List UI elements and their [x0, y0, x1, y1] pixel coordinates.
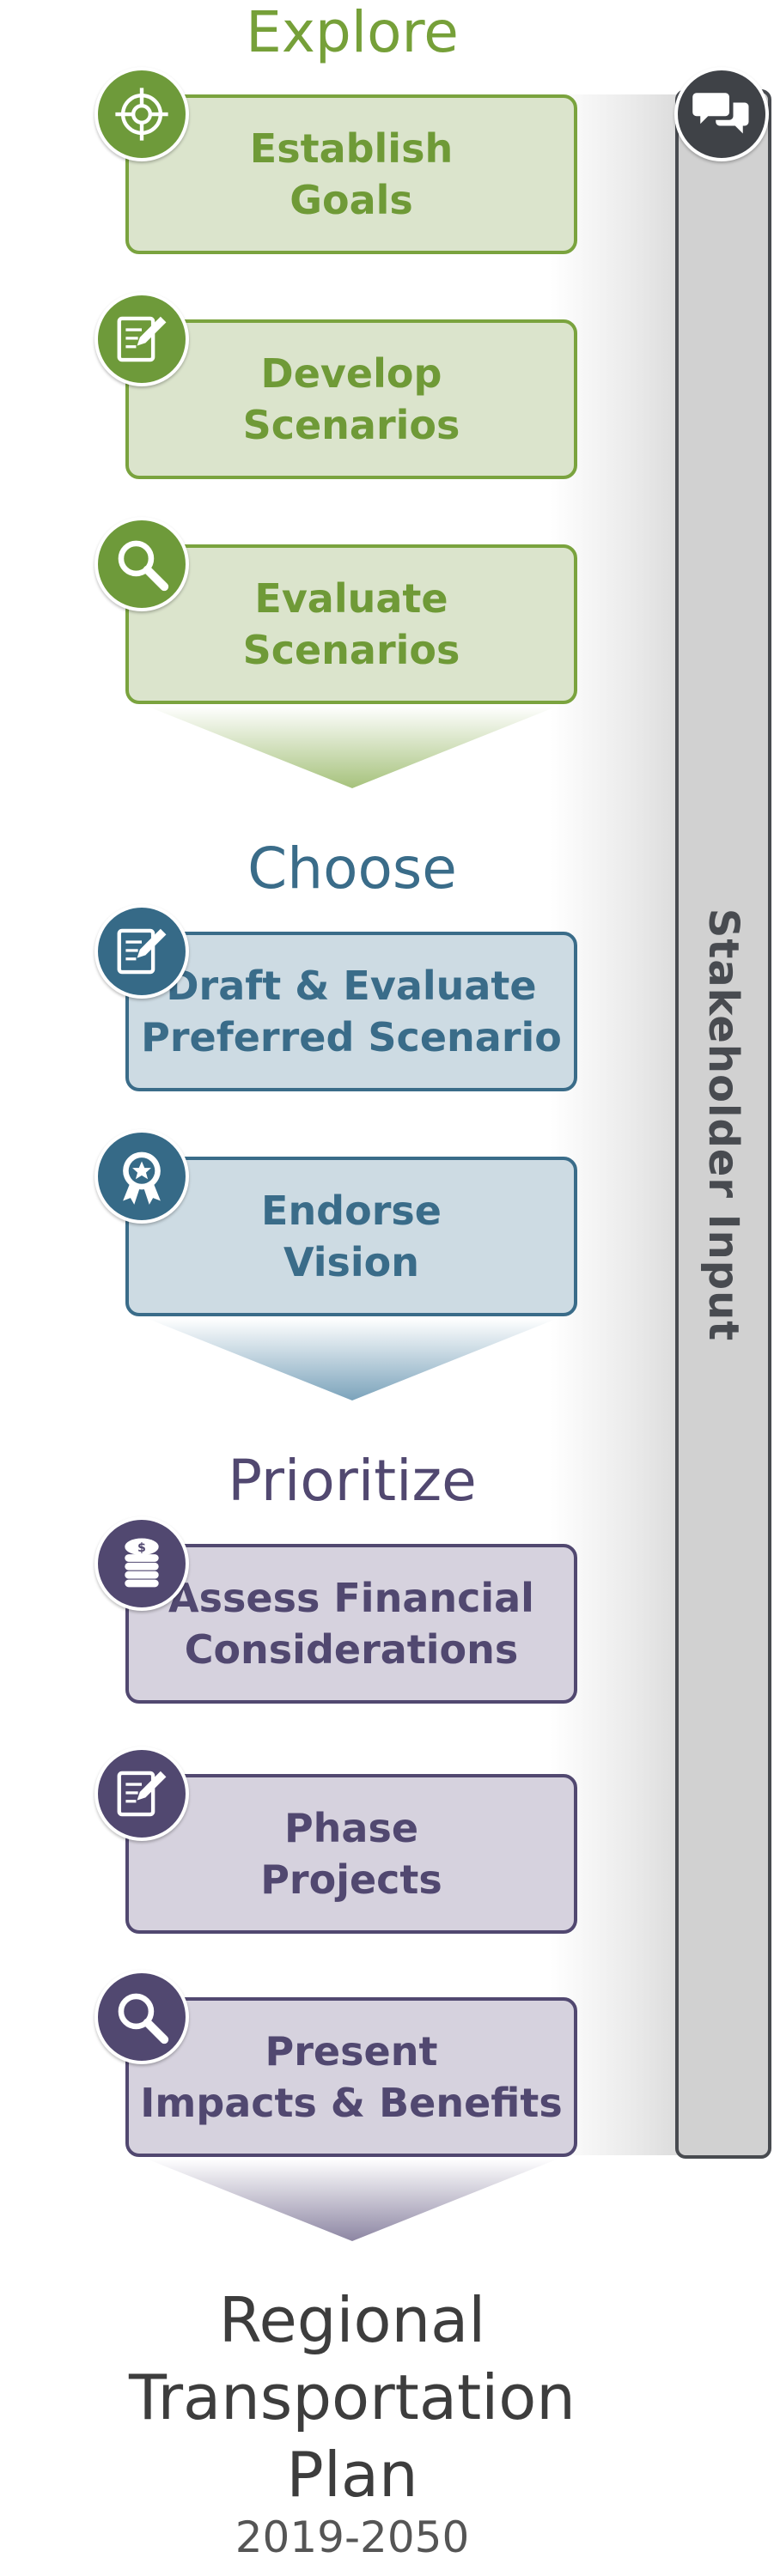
- target-icon: [94, 67, 189, 161]
- explore-chevron: [146, 706, 558, 788]
- explore-heading: Explore: [246, 0, 459, 65]
- step-establish-goals: Establish Goals: [125, 94, 577, 254]
- plan-years: 2019-2050: [235, 2512, 470, 2562]
- award-ribbon-icon: [94, 1129, 189, 1224]
- step-assess-financial-considerations: Assess Financial Considerations: [125, 1544, 577, 1704]
- step-label: Assess Financial Considerations: [168, 1575, 534, 1673]
- step-label: Draft & Evaluate Preferred Scenario: [141, 963, 562, 1060]
- step-label: Endorse Vision: [261, 1188, 442, 1285]
- magnifier-icon: [94, 1970, 189, 2064]
- step-evaluate-scenarios: Evaluate Scenarios: [125, 544, 577, 704]
- step-phase-projects: Phase Projects: [125, 1774, 577, 1934]
- edit-document-icon: [94, 292, 189, 386]
- prioritize-heading: Prioritize: [228, 1448, 477, 1514]
- step-label: Present Impacts & Benefits: [140, 2028, 563, 2126]
- step-draft-evaluate-preferred-scenario: Draft & Evaluate Preferred Scenario: [125, 932, 577, 1091]
- step-label: Evaluate Scenarios: [242, 575, 460, 673]
- edit-document-icon: [94, 904, 189, 999]
- svg-text:$: $: [137, 1541, 146, 1555]
- step-endorse-vision: Endorse Vision: [125, 1157, 577, 1316]
- step-label: Phase Projects: [260, 1805, 442, 1903]
- step-develop-scenarios: Develop Scenarios: [125, 319, 577, 479]
- step-label: Establish Goals: [249, 125, 454, 223]
- plan-title-line-3: Plan: [286, 2439, 418, 2511]
- edit-document-icon: [94, 1747, 189, 1841]
- chat-bubbles-icon: [674, 67, 769, 161]
- plan-title-line-2: Transportation: [129, 2361, 576, 2433]
- stakeholder-input-label: Stakeholder Input: [699, 908, 747, 1342]
- step-label: Develop Scenarios: [242, 350, 460, 448]
- choose-chevron: [146, 1318, 558, 1400]
- step-present-impacts-benefits: Present Impacts & Benefits: [125, 1997, 577, 2157]
- choose-heading: Choose: [247, 835, 457, 902]
- plan-title-line-1: Regional: [218, 2284, 486, 2356]
- prioritize-chevron: [146, 2159, 558, 2241]
- coin-stack-icon: $: [94, 1516, 189, 1611]
- magnifier-icon: [94, 517, 189, 611]
- stakeholder-input-bar: [675, 89, 771, 2159]
